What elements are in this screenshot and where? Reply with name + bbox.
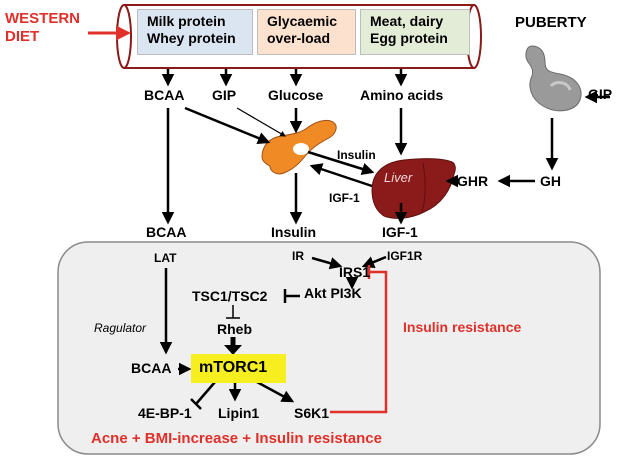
s6k1-label: S6K1 <box>294 405 330 421</box>
irs1-label: IRS1 <box>339 264 371 280</box>
ir-label: IR <box>292 249 304 263</box>
whey-protein-label: Whey protein <box>147 30 236 46</box>
pancreas-icon <box>261 119 337 175</box>
ragulator-label: Ragulator <box>94 321 147 335</box>
diet-box-meat: Meat, dairy Egg protein <box>360 9 470 55</box>
4ebp1-label: 4E-BP-1 <box>138 405 192 421</box>
arrow-bcaa-pancreas <box>184 106 271 144</box>
pituitary-gland-icon <box>525 45 582 112</box>
rheb-label: Rheb <box>217 321 252 337</box>
diet-label: DIET <box>5 28 40 45</box>
ghr-label: GHR <box>457 173 489 189</box>
arrow-gip-pancreas <box>236 107 287 137</box>
mtorc1-label: mTORC1 <box>199 359 268 376</box>
gip-puberty-label: GIP <box>588 86 613 102</box>
glucose-label: Glucose <box>268 87 324 103</box>
bcaa-mid-label: BCAA <box>146 224 187 240</box>
gip-top-label: GIP <box>212 87 237 103</box>
feedback-s6k1-irs1 <box>330 270 388 414</box>
inhibit-mtorc1-4ebp1 <box>195 381 216 405</box>
liver-icon <box>371 158 456 219</box>
diet-box-glycaemic: Glycaemic over-load <box>257 9 356 55</box>
insulin-small-label: Insulin <box>337 148 376 162</box>
intestine-left-end <box>116 4 132 69</box>
glycaemic-label: Glycaemic <box>267 13 338 29</box>
egg-protein-label: Egg protein <box>370 30 448 46</box>
amino-acids-label: Amino acids <box>360 87 444 103</box>
bcaa-top-label: BCAA <box>144 87 185 103</box>
akt-pi3k-label: Akt PI3K <box>304 285 362 301</box>
milk-protein-label: Milk protein <box>147 13 226 29</box>
western-label: WESTERN <box>5 10 80 27</box>
bcaa-cell-label: BCAA <box>131 360 172 376</box>
meat-dairy-label: Meat, dairy <box>370 13 444 29</box>
igf1-small-label: IGF-1 <box>329 191 360 205</box>
tsc-label: TSC1/TSC2 <box>192 288 268 304</box>
gh-label: GH <box>540 173 561 189</box>
lipin1-label: Lipin1 <box>218 405 260 421</box>
footer-label: Acne + BMI-increase + Insulin resistance <box>91 430 382 447</box>
igf1r-label: IGF1R <box>387 249 423 263</box>
arrow-pancreas-liver <box>307 150 375 175</box>
mtorc1-box <box>191 354 286 383</box>
insulin-resistance-label: Insulin resistance <box>403 319 522 335</box>
lat-label: LAT <box>154 251 177 265</box>
arrow-ir-irs1 <box>311 256 343 270</box>
insulin-mid-label: Insulin <box>271 224 317 240</box>
diet-box-milk: Milk protein Whey protein <box>137 9 253 55</box>
igf1-mid-label: IGF-1 <box>382 224 418 240</box>
arrow-mtorc1-s6k1 <box>256 380 295 403</box>
cell-membrane <box>57 241 601 455</box>
arrow-igf1r-irs1 <box>361 255 387 268</box>
overload-label: over-load <box>267 30 331 46</box>
arrow-liver-pancreas <box>309 163 373 188</box>
puberty-label: PUBERTY <box>515 14 587 31</box>
liver-label: Liver <box>384 170 413 185</box>
